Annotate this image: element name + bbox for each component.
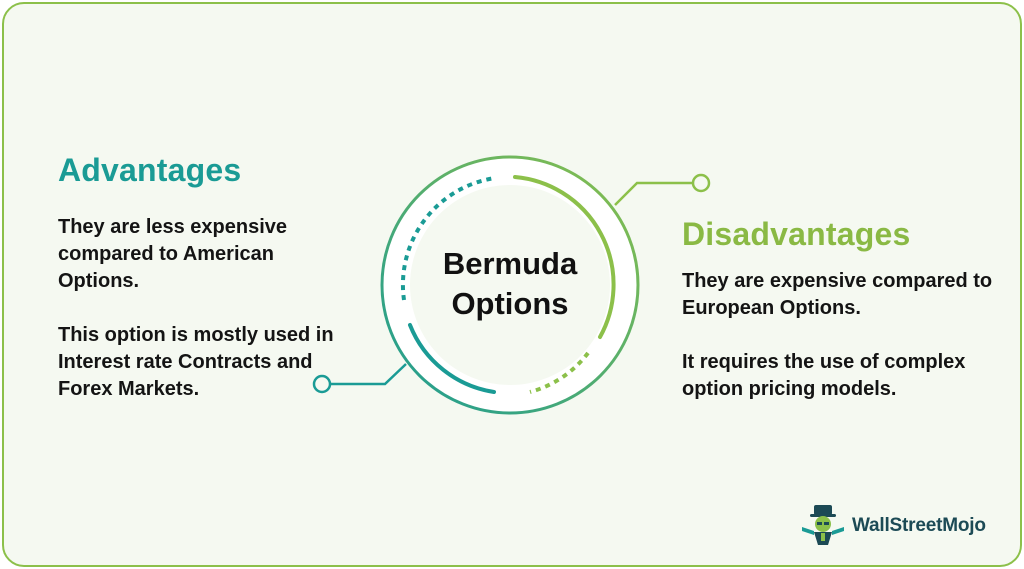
- advantages-heading: Advantages: [58, 152, 242, 188]
- wallstreetmojo-logo: WallStreetMojo: [800, 503, 1000, 549]
- mascot-icon: [802, 505, 844, 545]
- logo-text: WallStreetMojo: [852, 515, 986, 536]
- right-connector-node: [691, 173, 711, 193]
- disadvantages-point: They are expensive compared to European …: [682, 270, 993, 319]
- teal-dashed-arc: [400, 176, 496, 301]
- center-title-line2: Options: [451, 286, 569, 321]
- center-title: Bermuda Options: [420, 244, 600, 324]
- right-connector-line: [614, 181, 692, 206]
- inner-circle: [410, 185, 610, 385]
- center-title-line1: Bermuda: [442, 246, 578, 281]
- disadvantages-heading: Disadvantages: [682, 216, 911, 252]
- green-dashed-arc: [529, 351, 590, 394]
- left-connector-node: [312, 374, 332, 394]
- advantages-point: This option is mostly used in Interest r…: [58, 324, 334, 400]
- advantages-point: They are less expensive compared to Amer…: [58, 216, 288, 292]
- green-solid-arc: [513, 175, 616, 339]
- teal-solid-arc: [408, 323, 496, 394]
- disadvantages-point: It requires the use of complex option pr…: [682, 351, 966, 400]
- left-connector-line: [331, 363, 407, 386]
